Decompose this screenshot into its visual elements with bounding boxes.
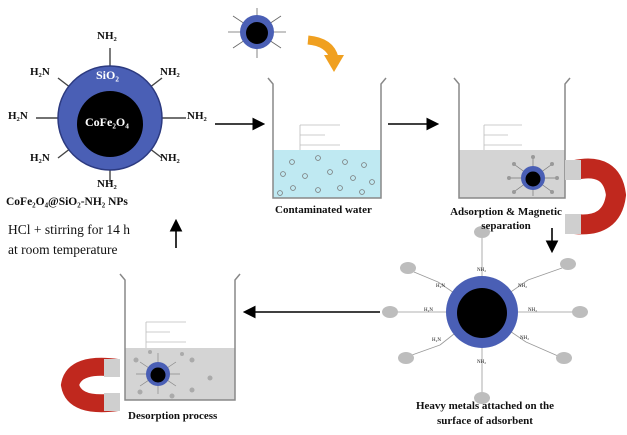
particle-caption: CoFe₂O₄@SiO₂-NH₂ NPs: [6, 196, 128, 208]
caption-adsorption-2: separation: [481, 220, 531, 232]
small-nh2-lower-right: NH₂: [520, 336, 529, 341]
small-h2n-upper-left: H₂N: [436, 284, 445, 289]
amine-top: NH₂: [97, 30, 117, 42]
amine-left: H₂N: [8, 110, 28, 122]
caption-heavy-1: Heavy metals attached on the: [415, 400, 555, 412]
magnet-right: [565, 158, 627, 235]
adsorbent-with-metals: [382, 226, 588, 404]
beaker-adsorption: [453, 77, 571, 199]
synthesis-line1: HCl + stirring for 14 h: [8, 222, 130, 237]
caption-heavy-2: surface of adsorbent: [437, 415, 533, 427]
small-h2n-left: H₂N: [424, 308, 433, 313]
small-nh2-right: NH₂: [528, 308, 537, 313]
caption-adsorption-1: Adsorption & Magnetic: [450, 206, 562, 218]
small-h2n-lower-left: H₂N: [432, 338, 441, 343]
small-nh2-bottom: NH₂: [477, 360, 486, 365]
small-nanoparticle-top: [228, 8, 286, 58]
amine-bottom-left: H₂N: [30, 152, 50, 164]
amine-bottom: NH₂: [97, 178, 117, 190]
shell-label: SiO₂: [96, 68, 119, 82]
amine-top-left: H₂N: [30, 66, 50, 78]
small-nh2-upper-right: NH₂: [518, 284, 527, 289]
magnet-left: [60, 357, 120, 413]
amine-bottom-right: NH₂: [160, 152, 180, 164]
beaker-desorption: [119, 273, 241, 401]
main-nanoparticle: [36, 48, 186, 182]
caption-contaminated: Contaminated water: [275, 204, 372, 216]
core-label: CoFe₂O₄: [85, 115, 129, 129]
synthesis-line2: at room temperature: [8, 242, 118, 257]
amine-right: NH₂: [187, 110, 207, 122]
cofe2o4-core: [77, 91, 143, 157]
caption-desorption: Desorption process: [128, 410, 218, 422]
small-nh2-top: NH₂: [477, 268, 486, 273]
beaker-contaminated: [267, 77, 387, 199]
amine-top-right: NH₂: [160, 66, 180, 78]
